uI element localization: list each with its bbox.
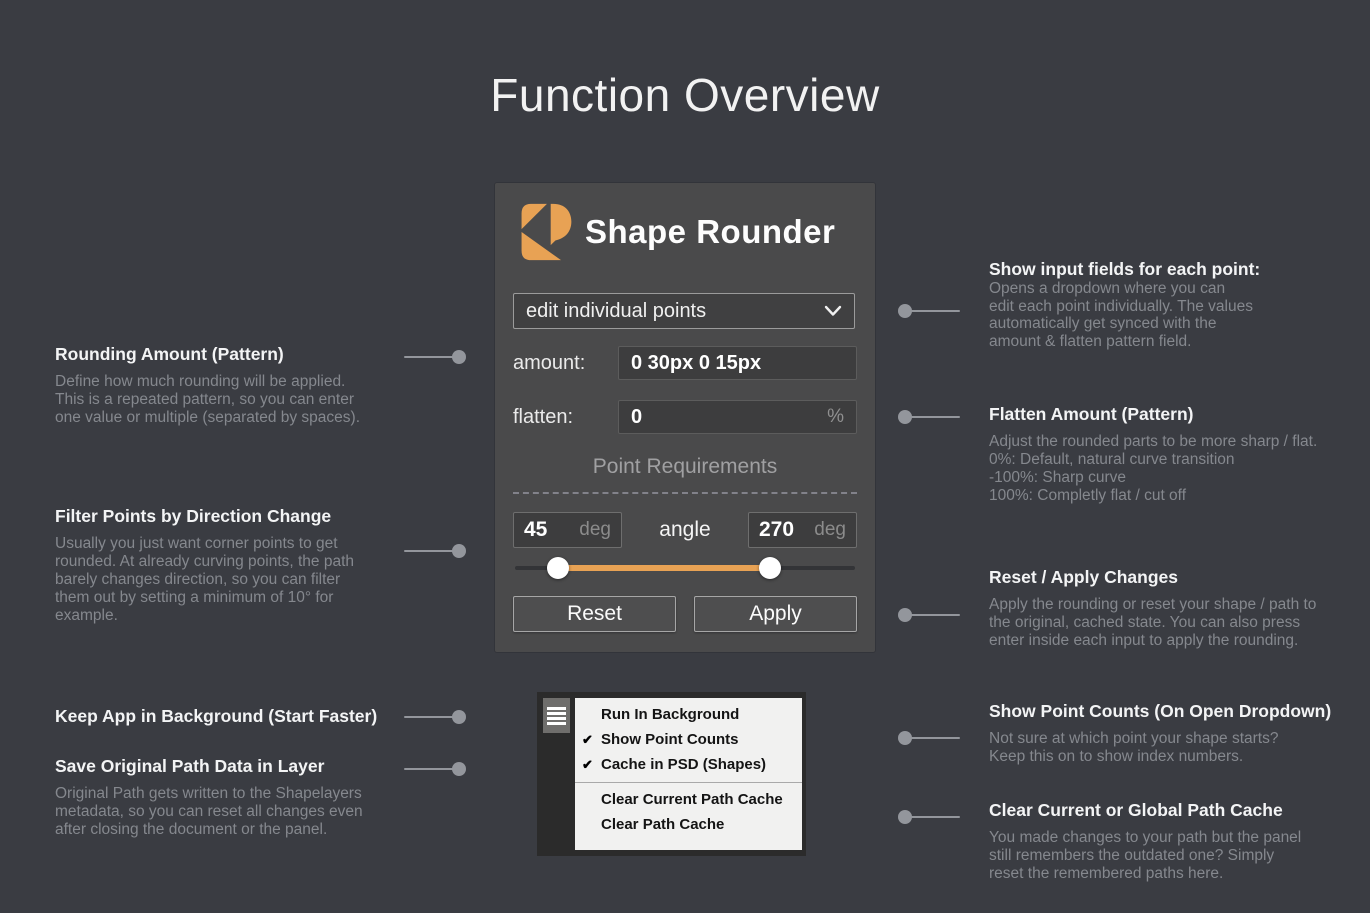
annotation-show-input-fields: Show input fields for each point: Opens … [989, 259, 1261, 350]
flatten-label: flatten: [513, 405, 574, 428]
chevron-down-icon [824, 305, 842, 316]
options-menu-popup: Run In Background ✔ Show Point Counts ✔ … [575, 698, 802, 850]
button-row: Reset Apply [513, 596, 857, 632]
checkmark-icon: ✔ [582, 731, 593, 747]
annotation-rounding-amount: Rounding Amount (Pattern) Define how muc… [55, 344, 360, 426]
angle-row: 45 deg angle 270 deg [513, 512, 857, 548]
connector-line [404, 350, 466, 364]
menu-item-clear-current-path-cache[interactable]: Clear Current Path Cache [601, 791, 783, 808]
connector-line [404, 762, 466, 776]
menu-item-clear-path-cache[interactable]: Clear Path Cache [601, 816, 725, 833]
slider-handle-min[interactable] [546, 557, 569, 579]
page-title: Function Overview [490, 69, 880, 121]
annotation-clear-path-cache: Clear Current or Global Path Cache You m… [989, 800, 1302, 882]
checkmark-icon: ✔ [582, 756, 593, 772]
flatten-value: 0 [631, 405, 643, 428]
amount-label: amount: [513, 351, 586, 374]
apply-button[interactable]: Apply [694, 596, 857, 632]
slider-handle-max[interactable] [759, 557, 781, 579]
angle-min-unit: deg [579, 519, 611, 540]
angle-min-input[interactable]: 45 deg [513, 512, 622, 548]
hamburger-menu-button[interactable] [543, 698, 570, 733]
connector-line [898, 608, 960, 622]
angle-label: angle [659, 518, 711, 541]
angle-range-slider[interactable] [515, 557, 855, 579]
dropdown-selected-value: edit individual points [526, 299, 707, 322]
annotation-filter-points: Filter Points by Direction Change Usuall… [55, 506, 355, 624]
angle-min-value: 45 [524, 518, 548, 541]
slider-active-range [557, 565, 770, 571]
annotation-flatten-amount: Flatten Amount (Pattern) Adjust the roun… [989, 404, 1318, 504]
angle-max-unit: deg [814, 519, 846, 540]
reset-button[interactable]: Reset [513, 596, 676, 632]
amount-row: amount: 0 30px 0 15px [513, 346, 857, 380]
panel-header: Shape Rounder [517, 200, 857, 264]
angle-max-value: 270 [758, 518, 795, 541]
annotation-show-point-counts: Show Point Counts (On Open Dropdown) Not… [989, 701, 1332, 765]
flatten-input[interactable]: 0 % [618, 400, 857, 434]
menu-item-cache-in-psd[interactable]: ✔ Cache in PSD (Shapes) [582, 756, 767, 773]
panel-title: Shape Rounder [585, 213, 836, 250]
edit-points-dropdown[interactable]: edit individual points [513, 293, 855, 329]
connector-line [898, 304, 960, 318]
connector-line [898, 810, 960, 824]
amount-value: 0 30px 0 15px [631, 351, 762, 374]
dashed-divider [513, 492, 857, 494]
flatten-unit: % [827, 406, 844, 427]
menu-item-run-in-background[interactable]: Run In Background [601, 706, 740, 723]
menu-separator [575, 782, 802, 783]
connector-line [898, 731, 960, 745]
angle-max-input[interactable]: 270 deg [747, 512, 857, 548]
annotation-keep-app-background: Keep App in Background (Start Faster) [55, 706, 378, 726]
connector-line [404, 544, 466, 558]
shape-rounder-panel: Shape Rounder edit individual points amo… [495, 183, 875, 652]
point-requirements-title: Point Requirements [592, 455, 778, 478]
connector-line [404, 710, 466, 724]
annotation-save-original-path: Save Original Path Data in Layer Origina… [55, 756, 363, 838]
shape-rounder-logo-icon [521, 203, 572, 261]
menu-item-show-point-counts[interactable]: ✔ Show Point Counts [582, 731, 739, 748]
annotation-reset-apply: Reset / Apply Changes Apply the rounding… [989, 567, 1317, 649]
connector-line [898, 410, 960, 424]
flatten-row: flatten: 0 % [513, 400, 857, 434]
amount-input[interactable]: 0 30px 0 15px [618, 346, 857, 380]
options-menu: Run In Background ✔ Show Point Counts ✔ … [537, 692, 806, 856]
